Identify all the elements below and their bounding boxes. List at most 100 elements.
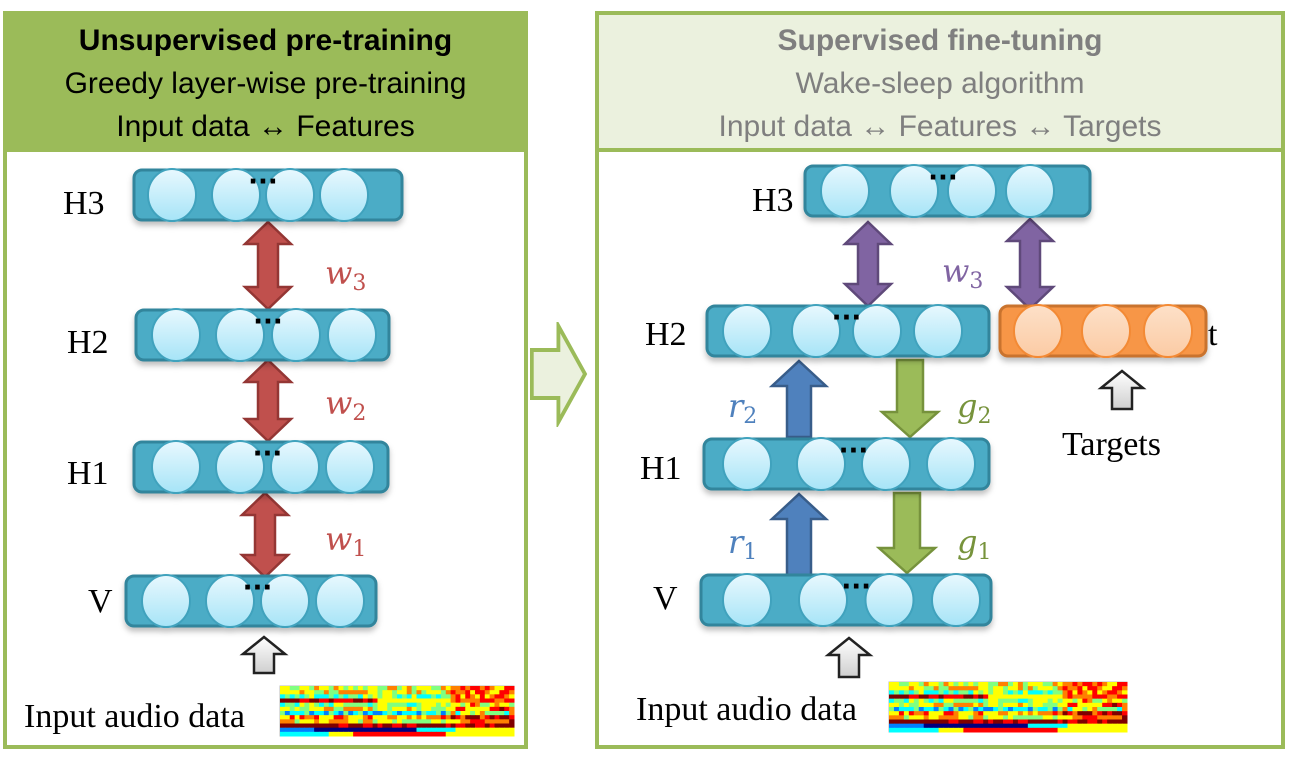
layer-ellipsis: ··· (248, 167, 278, 197)
neuron (151, 440, 201, 494)
generative-arrow-g2 (878, 358, 942, 439)
unsupervised-pretraining-panel: Unsupervised pre-training Greedy layer-w… (3, 11, 528, 749)
weight-label-w2-index: 2 (352, 401, 367, 426)
layer-ellipsis: ··· (841, 572, 871, 602)
neuron (796, 437, 846, 491)
layer-ellipsis: ··· (839, 436, 869, 466)
recognition-label-r1-symbol: r (728, 523, 744, 561)
weight-label-w3-index: 3 (352, 271, 367, 296)
targets-input-arrow-icon (1097, 369, 1147, 411)
left-layer-h1: ··· (132, 439, 390, 494)
neuron (931, 573, 981, 627)
transition-arrow-icon (530, 322, 588, 427)
right-layer-h2: ··· (705, 303, 991, 358)
neuron (852, 304, 902, 358)
weight-label-w1-symbol: w (325, 520, 353, 558)
targets-label: Targets (1062, 426, 1161, 463)
recognition-label-r2-index: 2 (743, 404, 758, 429)
weight-arrow-w2 (241, 358, 295, 443)
generative-label-g1: g1 (957, 526, 991, 564)
layer-ellipsis: ··· (253, 307, 283, 337)
weight-label-w1: w1 (325, 523, 366, 561)
target-layer-t (998, 304, 1208, 358)
neuron (211, 168, 261, 222)
generative-arrow-g1 (875, 491, 939, 575)
weight-label-w3-right: w3 (942, 255, 983, 293)
right-layer-label-h3: H3 (752, 182, 794, 219)
right-layer-label-v: V (653, 580, 678, 617)
neuron (864, 573, 915, 627)
neuron (947, 164, 997, 218)
target-neuron (1081, 304, 1131, 358)
neuron (270, 440, 320, 494)
neuron (722, 304, 772, 358)
weight-arrow-w3-targets (1003, 217, 1057, 311)
right-panel-header: Supervised fine-tuning Wake-sleep algori… (599, 15, 1281, 152)
neuron (722, 573, 772, 627)
neuron (315, 574, 365, 628)
right-panel-title: Supervised fine-tuning (777, 24, 1103, 57)
layer-ellipsis: ··· (243, 573, 273, 603)
recognition-label-r1: r1 (728, 526, 757, 564)
neuron (215, 308, 265, 362)
generative-label-g1-index: 1 (977, 540, 992, 565)
neuron (798, 573, 848, 627)
weight-arrow-w3 (241, 220, 295, 311)
right-input-label: Input audio data (636, 691, 857, 728)
left-panel-relation: Input data ↔ Features (116, 110, 415, 143)
left-panel-header: Unsupervised pre-training Greedy layer-w… (7, 15, 524, 152)
left-layer-label-v: V (88, 583, 113, 620)
neuron (926, 437, 976, 491)
neuron (319, 168, 369, 222)
layer-box (702, 437, 991, 491)
neuron (141, 574, 191, 628)
weight-label-w3-right-symbol: w (942, 252, 970, 290)
weight-label-w3-right-index: 3 (969, 269, 984, 294)
neuron (722, 437, 772, 491)
left-layer-h2: ··· (134, 307, 391, 362)
neuron (861, 437, 911, 491)
right-panel-relation: Input data ↔ Features ↔ Targets (718, 110, 1162, 143)
layer-ellipsis: ··· (253, 439, 283, 469)
target-neuron (1013, 304, 1063, 358)
left-layer-label-h2: H2 (67, 324, 109, 361)
neuron (820, 164, 870, 218)
weight-label-w3-symbol: w (325, 254, 353, 292)
weight-label-w2-symbol: w (325, 384, 353, 422)
left-layer-h3: ··· (132, 167, 404, 222)
right-panel-subtitle: Wake-sleep algorithm (795, 67, 1085, 100)
right-layer-label-h2: H2 (645, 316, 687, 353)
generative-label-g2-symbol: g (957, 387, 978, 425)
right-layer-v: ··· (699, 572, 993, 627)
left-layer-label-h3: H3 (63, 185, 105, 222)
neuron (1005, 164, 1055, 218)
neuron (791, 304, 841, 358)
right-layer-h3: ··· (803, 163, 1092, 218)
neuron (260, 574, 310, 628)
neuron (151, 308, 201, 362)
left-layer-v: ··· (124, 573, 378, 628)
weight-label-w2: w2 (325, 387, 366, 425)
right-layer-h1: ··· (702, 436, 991, 491)
right-input-arrow-icon (824, 636, 874, 679)
neuron (889, 164, 939, 218)
weight-label-w1-index: 1 (352, 537, 367, 562)
neuron (325, 440, 375, 494)
left-panel-subtitle: Greedy layer-wise pre-training (64, 67, 467, 100)
right-layer-label-h1: H1 (640, 450, 682, 487)
left-panel-title: Unsupervised pre-training (78, 24, 453, 57)
neuron (205, 574, 255, 628)
weight-label-w3: w3 (325, 257, 366, 295)
neuron (913, 304, 963, 358)
recognition-arrow-r2 (768, 359, 830, 439)
right-input-spectrogram (888, 681, 1128, 733)
layer-ellipsis: ··· (832, 303, 862, 333)
layer-ellipsis: ··· (928, 163, 958, 193)
generative-label-g2: g2 (957, 390, 991, 428)
left-input-label: Input audio data (24, 698, 245, 735)
left-layer-label-h1: H1 (67, 455, 109, 492)
recognition-label-r2-symbol: r (728, 387, 744, 425)
target-layer-label: t (1208, 316, 1218, 353)
generative-label-g2-index: 2 (977, 404, 992, 429)
